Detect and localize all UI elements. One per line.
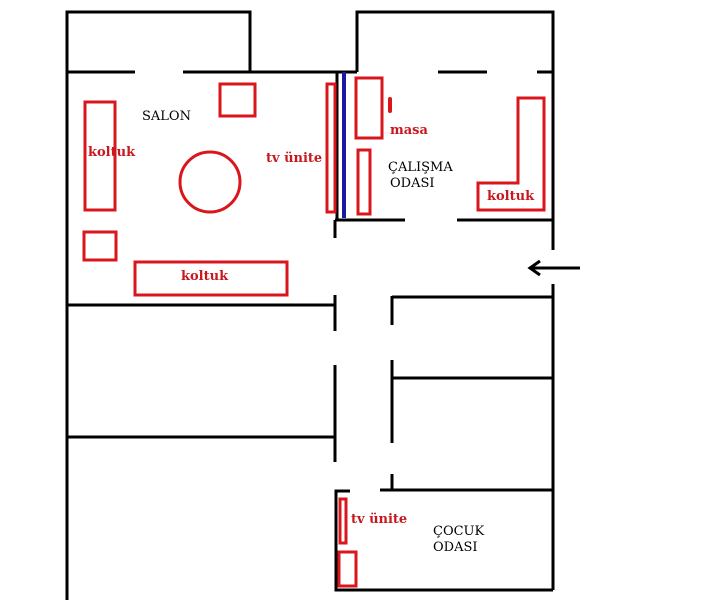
label-koltuk: koltuk (88, 145, 136, 160)
salon-round-table (178, 150, 242, 214)
kids-tv-unit (338, 497, 348, 545)
walls (65, 10, 555, 600)
label-masa: masa (390, 123, 428, 138)
entrance-arrow-icon (527, 259, 580, 277)
label-koltuk: koltuk (487, 189, 535, 204)
room-label-calisma-odasi: ODASI (390, 176, 435, 191)
salon-small-table (218, 82, 257, 118)
room-label-salon: SALON (142, 109, 191, 124)
study-desk (354, 76, 384, 140)
label-tv-unite: tv ünite (351, 512, 408, 527)
room-label-calisma: ÇALIŞMA (388, 160, 453, 175)
salon-tv-unit (325, 82, 337, 214)
salon-sofa-left (83, 100, 117, 212)
room-label-cocuk: ÇOCUK (433, 524, 485, 539)
salon-armchair (82, 230, 118, 262)
study-chair (388, 97, 392, 113)
study-l-sofa (476, 96, 546, 212)
label-koltuk: koltuk (181, 269, 229, 284)
study-shelf (356, 148, 372, 216)
salon-sofa-bottom (133, 260, 289, 297)
kids-cabinet (337, 550, 358, 588)
room-label-cocuk-odasi: ODASI (433, 540, 478, 555)
label-tv-unite: tv ünite (266, 151, 323, 166)
